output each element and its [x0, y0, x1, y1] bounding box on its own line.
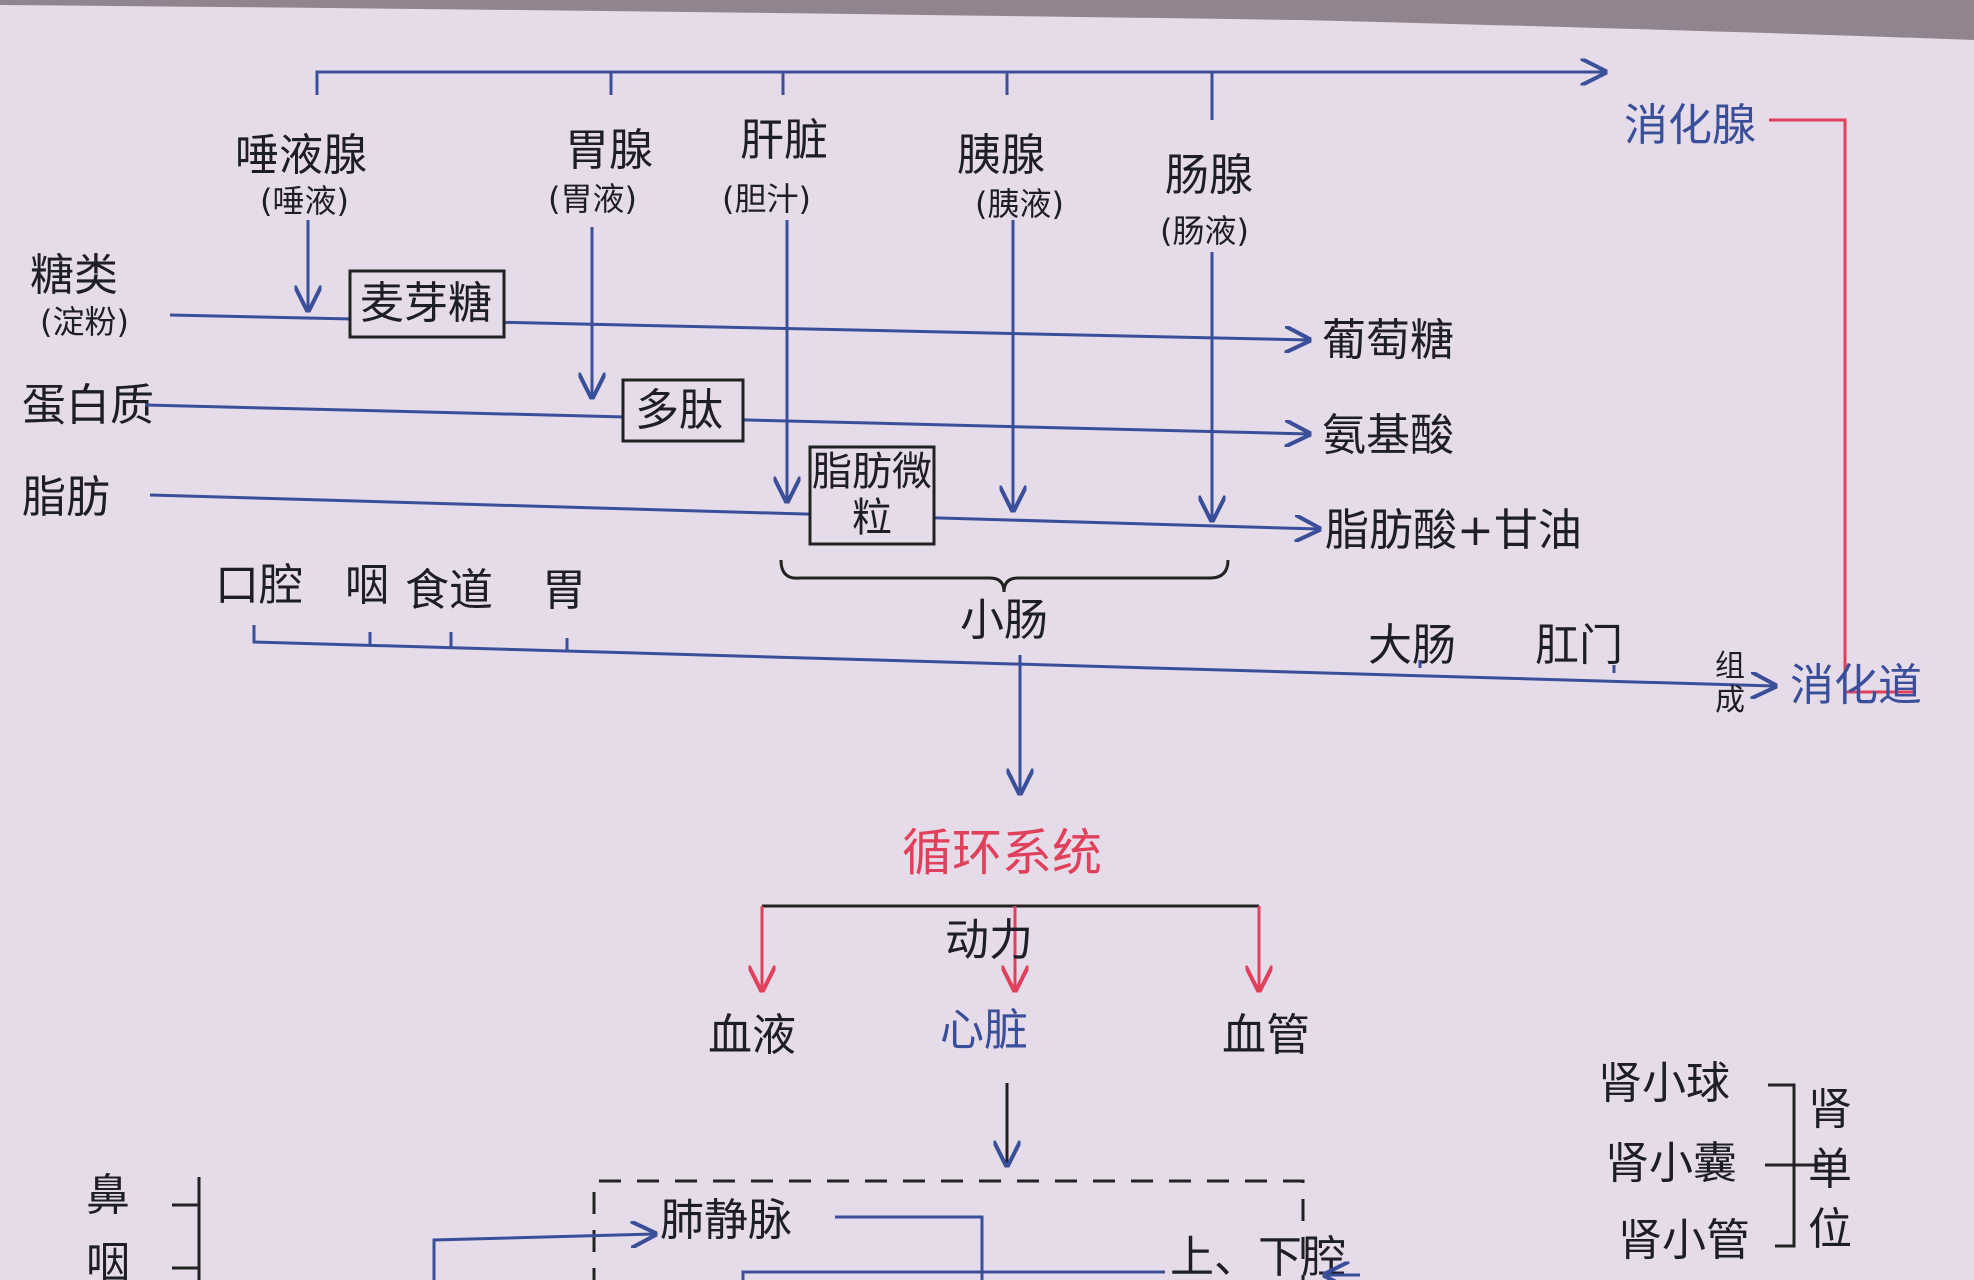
respiratory-organs: 鼻 咽 [86, 1170, 201, 1280]
organ-large-intestine: 大肠 [1368, 620, 1456, 671]
circulatory-title: 循环系统 [902, 824, 1102, 882]
digestive-glands-label: 消化腺 [1624, 100, 1756, 151]
part-bowmans-capsule: 肾小囊 [1605, 1138, 1737, 1189]
maltose-box: 麦芽糖 [360, 278, 492, 329]
organ-esophagus: 食道 [405, 565, 493, 616]
nutrient-starch-note: (淀粉) [40, 303, 129, 341]
vena-cava-label: 上、下腔 [1170, 1232, 1346, 1280]
juice-bile: (胆汁) [722, 180, 811, 218]
organ-pharynx: 咽 [345, 560, 389, 611]
nutrient-protein: 蛋白质 多肽 氨基酸 [22, 378, 1454, 461]
organ-anus: 肛门 [1535, 620, 1623, 671]
juice-saliva: (唾液) [260, 182, 349, 220]
gland-liver: 肝脏 [740, 115, 828, 166]
composed-label: 组成 [1715, 650, 1745, 718]
juice-gastric: (胃液) [548, 180, 637, 218]
organ-mouth: 口腔 [215, 560, 303, 611]
organ-small-intestine: 小肠 [960, 595, 1048, 646]
part-heart: 心脏 [940, 1005, 1028, 1056]
nephron-label: 肾单位 [1808, 1084, 1852, 1255]
organ-stomach: 胃 [542, 565, 586, 616]
nutrient-carbohydrate-label: 糖类 [30, 250, 118, 301]
circulatory-system: 循环系统 动力 血液 心脏 血管 肺静脉 上、下腔 [432, 824, 1360, 1280]
part-vessels: 血管 [1222, 1010, 1310, 1061]
organ-nose: 鼻 [86, 1170, 130, 1221]
organ-pharynx-resp: 咽 [86, 1238, 130, 1280]
gland-pancreas: 胰腺 [957, 130, 1045, 181]
part-blood: 血液 [708, 1010, 796, 1061]
part-glomerulus: 肾小球 [1598, 1058, 1730, 1109]
polypeptide-box: 多肽 [635, 385, 723, 436]
power-label: 动力 [945, 915, 1033, 966]
product-fatty-acid-glycerol: 脂肪酸+甘油 [1325, 505, 1582, 556]
product-amino-acid: 氨基酸 [1322, 410, 1454, 461]
nephron: 肾小球 肾小囊 肾小管 肾单位 [1598, 1058, 1852, 1266]
gland-intestinal: 肠腺 [1165, 150, 1253, 201]
juice-pancreatic: (胰液) [975, 185, 1064, 223]
photo-background [0, 0, 1974, 40]
gland-gastric: 胃腺 [565, 125, 653, 176]
gland-salivary: 唾液腺 [235, 130, 367, 181]
juice-intestinal: (肠液) [1160, 212, 1249, 250]
digestive-tract: 口腔 咽 食道 胃 小肠 大肠 肛门 组成 消化道 [215, 559, 1922, 793]
nutrient-carbohydrate: 糖类 (淀粉) 麦芽糖 葡萄糖 [30, 250, 1454, 366]
nutrient-fat-label: 脂肪 [22, 472, 110, 523]
digestive-tract-label: 消化道 [1790, 660, 1922, 711]
pulmonary-vein-label: 肺静脉 [660, 1195, 792, 1246]
fat-droplet-box: 脂肪微粒 [812, 449, 932, 541]
digestive-glands: 消化腺 唾液腺 (唾液) 胃腺 (胃液) 肝脏 (胆汁) 胰腺 (胰液) 肠腺 … [235, 72, 1756, 520]
nutrient-protein-label: 蛋白质 [22, 380, 154, 431]
part-renal-tubule: 肾小管 [1618, 1215, 1750, 1266]
nutrient-fat: 脂肪 脂肪微粒 脂肪酸+甘油 [22, 445, 1582, 556]
product-glucose: 葡萄糖 [1322, 315, 1454, 366]
